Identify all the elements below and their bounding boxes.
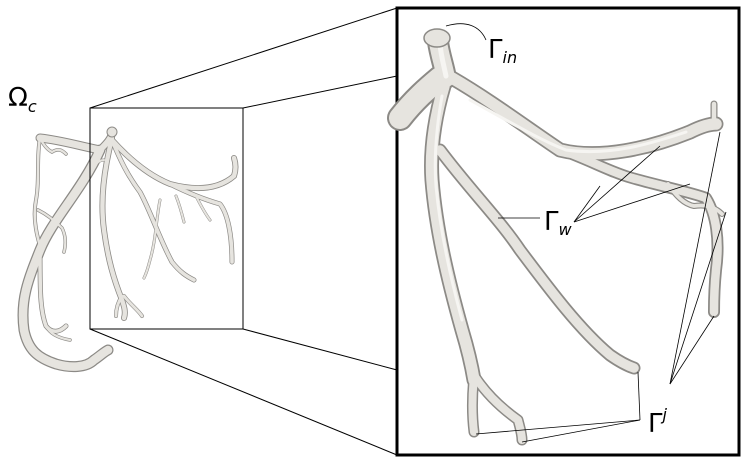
wall-label: Γw [544, 207, 573, 239]
outlet-label: Γj [648, 405, 668, 439]
inlet-cap [423, 28, 451, 48]
full-vessel-tree [17, 126, 239, 373]
outlet-superscript: j [661, 405, 668, 424]
wall-subscript: w [559, 220, 573, 239]
inlet-subscript: in [503, 48, 518, 67]
zoomed-vessel-tree [387, 28, 725, 446]
outlet-symbol: Γ [648, 409, 663, 439]
wall-symbol: Γ [544, 207, 559, 237]
domain-label: Ωc [8, 83, 37, 116]
inlet-symbol: Γ [488, 35, 503, 65]
domain-symbol: Ω [8, 83, 28, 113]
annotation-pointer-lines [445, 23, 727, 443]
zoom-connector-lines [89, 7, 398, 456]
zoom-source-frame [89, 107, 244, 330]
domain-subscript: c [28, 97, 37, 116]
inlet-label: Γin [488, 35, 517, 67]
